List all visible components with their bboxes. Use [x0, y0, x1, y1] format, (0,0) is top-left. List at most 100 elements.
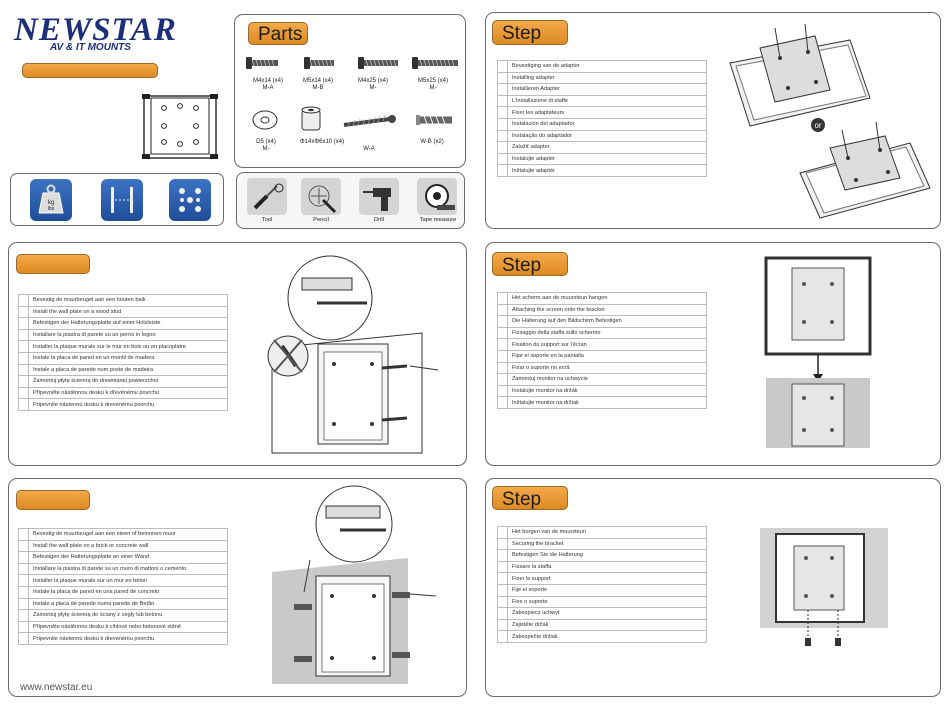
- steps-table-wood: Bevestig de muurbeugel aan een houten ba…: [18, 294, 228, 411]
- table-row: Instale a placa de parede numa parede de…: [18, 597, 228, 611]
- spacer-label: Φ14xΦ6x10 (x4): [287, 139, 357, 146]
- table-row: Die Halterung auf den Bildschirm Befesti…: [497, 315, 707, 328]
- vesa-pattern-icon: [169, 179, 211, 221]
- table-row: Install the wall plate on a wood stud: [18, 305, 228, 319]
- table-row: Fije el soporte: [497, 583, 707, 597]
- step-tab-secure: Step: [492, 486, 568, 510]
- svg-text:kg: kg: [48, 200, 54, 206]
- table-row: Připevněte nástěnnou desku k dřevěnému p…: [18, 386, 228, 400]
- screw-b-code: M-B: [312, 85, 324, 91]
- table-row: Installare la piastra di parete su un pe…: [18, 328, 228, 342]
- screw-a-code: M-A: [262, 85, 274, 91]
- table-row: Zamontuj monitor na uchwycie: [497, 373, 707, 386]
- brand-tagline: AV & IT MOUNTS: [50, 42, 131, 53]
- screw-a-size: M4x14 (x4): [252, 78, 283, 84]
- table-row: Fissare la staffa: [497, 560, 707, 574]
- step-tab-wood: [16, 254, 90, 274]
- table-row: Fixer les adaptateurs: [497, 106, 707, 119]
- tool-label-tape-measure: Tape measure: [419, 217, 457, 223]
- screw-a-label: M4x14 (x4) M-A: [238, 78, 298, 92]
- table-row: Bevestig de muurbeugel aan een steen of …: [18, 528, 228, 541]
- cover-orange-bar: [22, 63, 158, 78]
- washer-label: D5 (x4) M-: [236, 139, 296, 153]
- or-label: or: [814, 121, 821, 130]
- table-row: Založiť adapter: [497, 141, 707, 154]
- screw-d-label: M5x25 (x4) M-: [403, 78, 463, 92]
- tape-measure-icon: [417, 178, 457, 215]
- wood-screw-label: W-A: [339, 146, 399, 153]
- drill-icon: [359, 178, 399, 215]
- step-title-adapter: Step: [502, 23, 542, 44]
- concrete-wall-illustration: [272, 485, 437, 684]
- table-row: Het borgen van de muursteun: [497, 526, 707, 539]
- table-row: Pripevnite nástennú dosku k drevenému po…: [18, 398, 228, 411]
- table-row: L'installazione di staffe: [497, 94, 707, 108]
- washer-code: M-: [262, 146, 270, 152]
- wood-wall-illustration: [267, 255, 439, 454]
- screwdriver-icon: [247, 178, 287, 215]
- steps-table-hang: Het scherm aan de muursteun hangen Attac…: [497, 292, 707, 409]
- table-row: Instale a placa de parede num poste de m…: [18, 363, 228, 377]
- table-row: Fixe o suporte: [497, 595, 707, 609]
- hang-screen-illustration: [764, 256, 872, 448]
- table-row: Instalujte monitor na držák: [497, 384, 707, 398]
- svg-text:lbs: lbs: [48, 206, 55, 212]
- tool-label-drill: Drill: [374, 217, 384, 223]
- screw-d-size: M5x25 (x4): [417, 78, 448, 84]
- table-row: Befestigen der Halterungsplatte auf eine…: [18, 317, 228, 330]
- step-title-secure: Step: [502, 489, 542, 510]
- table-row: Fixer le support: [497, 572, 707, 585]
- table-row: Fixar o suporte no ecrã: [497, 361, 707, 375]
- brand-name: NEWSTAR: [14, 12, 177, 48]
- table-row: Instalação do adaptador: [497, 129, 707, 143]
- spec-icons-panel: kg lbs: [10, 173, 224, 226]
- table-row: Installer la plaque murale sur le mur en…: [18, 340, 228, 353]
- screw-d-code: M-: [429, 85, 437, 91]
- screw-c-code: M-: [369, 85, 377, 91]
- machine-screws-illustration: [246, 57, 458, 69]
- screw-c-size: M4x25 (x4): [357, 78, 388, 84]
- table-row: Zajistěte držák: [497, 618, 707, 632]
- table-row: Fijar el soporte en la pantalla: [497, 349, 707, 363]
- adapter-illustration: or: [729, 23, 931, 219]
- steps-table-adapter: Bevestiging van de adapter Installing ad…: [497, 60, 707, 177]
- table-row: Fixation du support sur l'écran: [497, 338, 707, 351]
- table-row: Instalujte adaptér: [497, 152, 707, 166]
- table-row: Install the wall plate on a brick or con…: [18, 539, 228, 553]
- table-row: Inštalujte monitor na držiak: [497, 396, 707, 409]
- table-row: Bevestiging van de adapter: [497, 60, 707, 73]
- tools-panel: Tool Pencil Drill Tape measure: [236, 172, 465, 229]
- table-row: Instale la placa de pared en una pared d…: [18, 585, 228, 599]
- pencil-icon: [301, 178, 341, 215]
- table-row: Attaching the screen onto the bracket: [497, 303, 707, 317]
- step-tab-adapter: Step: [492, 20, 568, 45]
- parts-title: Parts: [258, 24, 303, 45]
- step-tab-hang: Step: [492, 252, 568, 276]
- screw-b-size: M5x14 (x4): [302, 78, 333, 84]
- table-row: Instalación del adaptador: [497, 117, 707, 131]
- steps-table-concrete: Bevestig de muurbeugel aan een steen of …: [18, 528, 228, 645]
- table-row: Připevněte nástěnnou desku k cihlové neb…: [18, 620, 228, 634]
- steps-table-secure: Het borgen van de muursteun Securing the…: [497, 526, 707, 643]
- table-row: Installer la plaque murale sur un mur en…: [18, 574, 228, 587]
- screw-c-label: M4x25 (x4) M-: [343, 78, 403, 92]
- table-row: Fissaggio della staffa sullo schermo: [497, 326, 707, 340]
- table-row: Installare la piastra di parete su un mu…: [18, 562, 228, 576]
- table-row: Zamontuj płytę ścienną do ściany z cegły…: [18, 609, 228, 622]
- table-row: Inštalujte adaptér: [497, 164, 707, 177]
- table-row: Installing adapter: [497, 71, 707, 85]
- website-url: www.newstar.eu: [20, 682, 93, 693]
- tool-label-pencil: Pencil: [313, 217, 329, 223]
- table-row: Bevestig de muurbeugel aan een houten ba…: [18, 294, 228, 307]
- table-row: Instale la placa de pared en un montil d…: [18, 351, 228, 365]
- table-row: Zabezpiecz uchwyt: [497, 607, 707, 620]
- screw-b-label: M5x14 (x4) M-B: [288, 78, 348, 92]
- secure-bracket-illustration: [760, 528, 888, 646]
- wood-screw-code: W-A: [363, 146, 375, 152]
- distance-icon: [101, 179, 143, 221]
- table-row: Securing the bracket: [497, 537, 707, 551]
- tool-label-screwdriver: Tool: [261, 217, 273, 223]
- table-row: Zamontuj płytę ścienną do drewnianej pow…: [18, 375, 228, 388]
- table-row: Pripevnite nástennú dosku k drevenému po…: [18, 632, 228, 645]
- anchor-label: W-B (x2): [402, 139, 462, 146]
